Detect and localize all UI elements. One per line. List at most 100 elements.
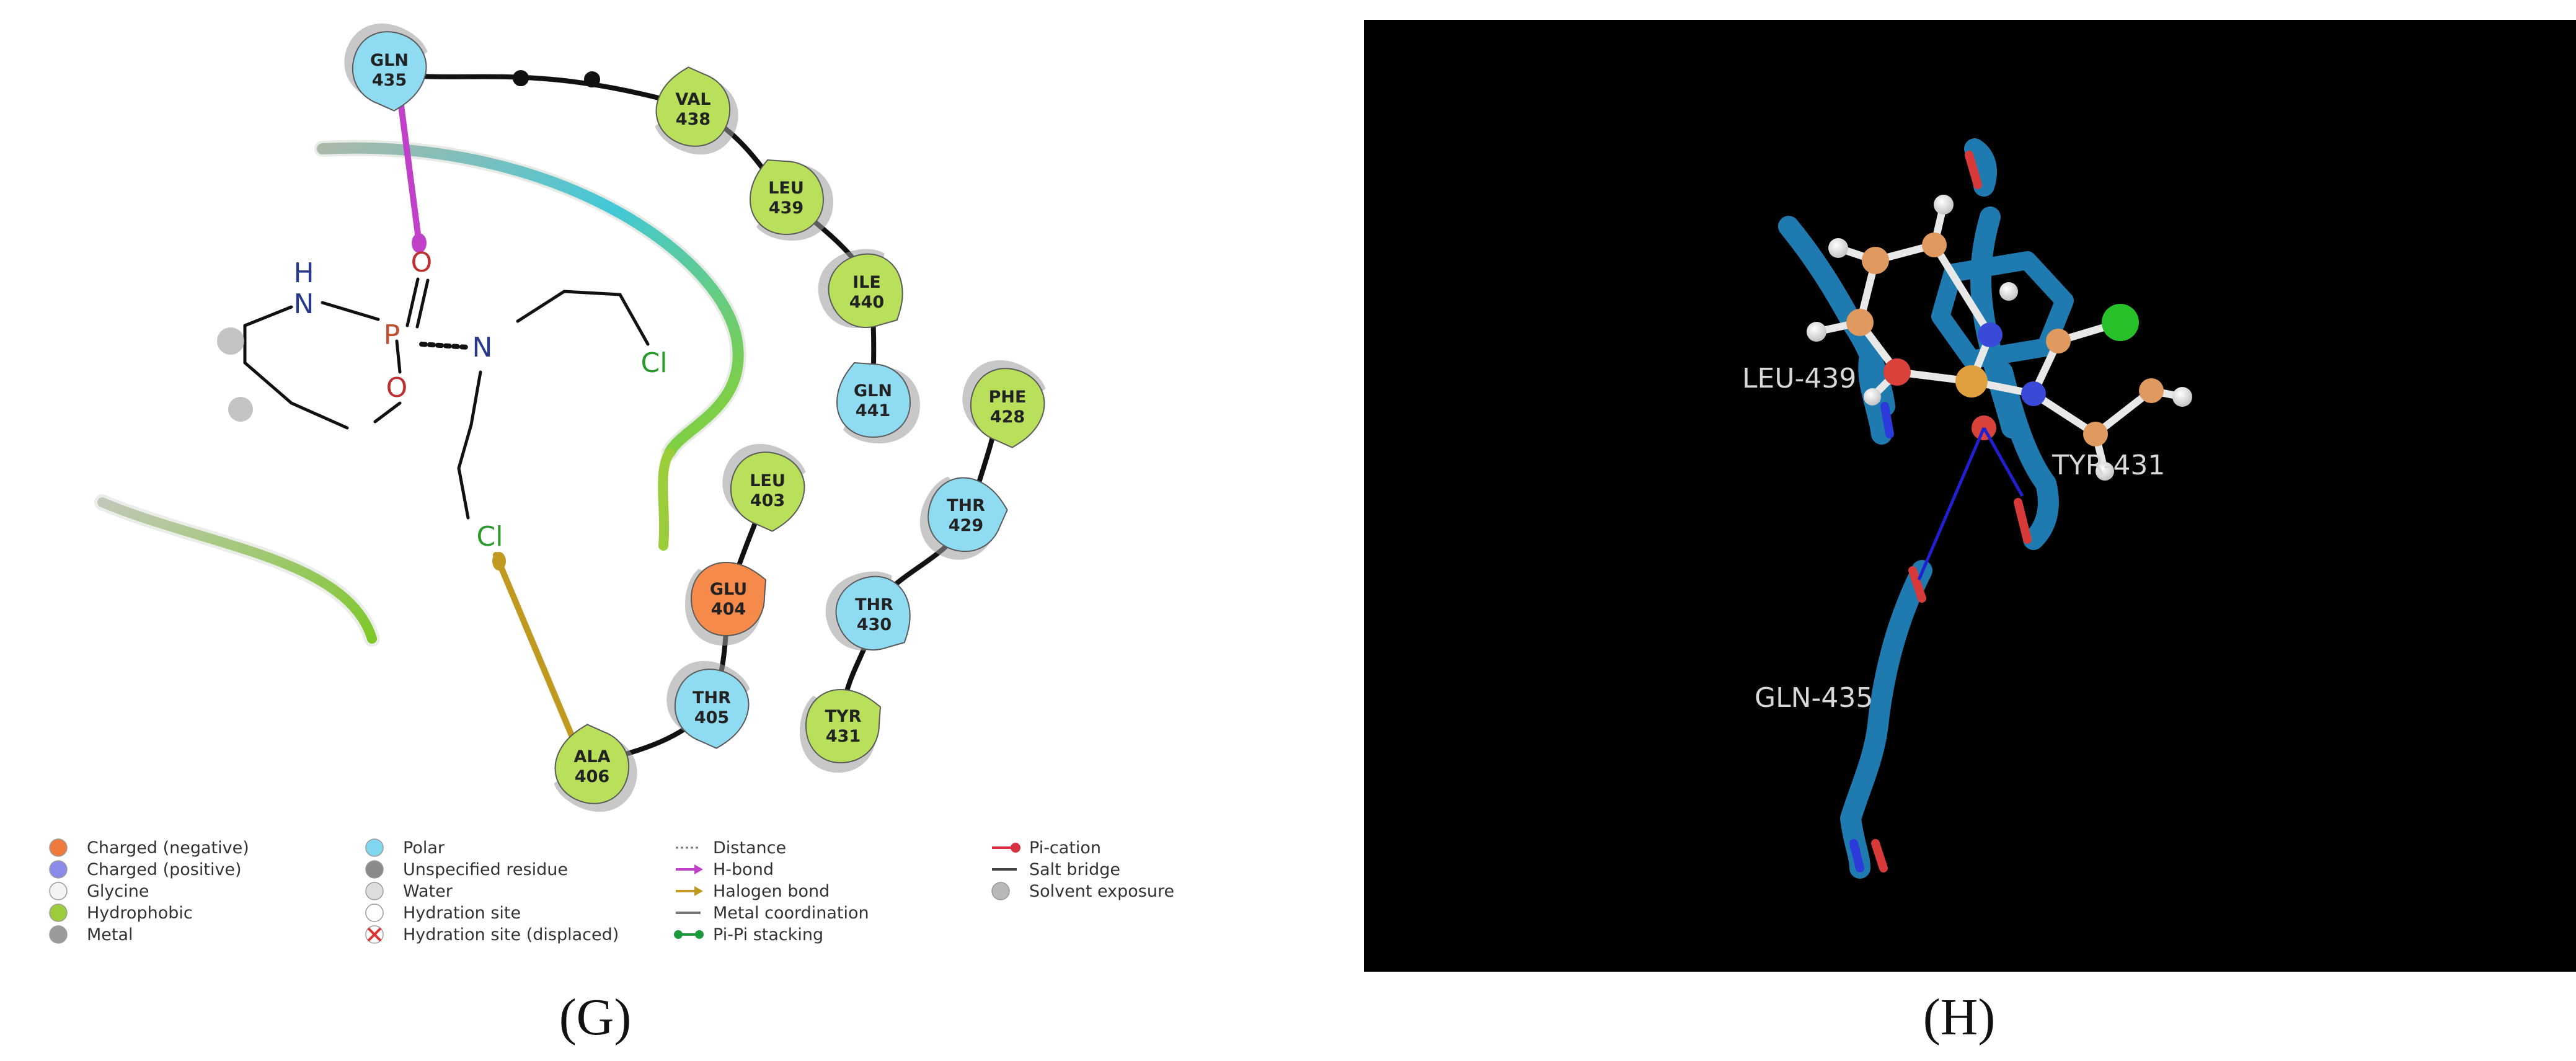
legend-label: Salt bridge (1029, 860, 1120, 879)
residue-name: THR (947, 496, 985, 515)
ligand-atom-p: P (384, 319, 401, 351)
legend-swatch (49, 860, 68, 879)
halogen-bond-line (493, 552, 580, 750)
ligand-atom-o-double: O (411, 247, 433, 278)
panel-label-g: (G) (559, 988, 632, 1046)
residue-number: 406 (575, 767, 609, 786)
legend-swatch (367, 927, 382, 942)
3d-ligand-ball-and-stick (1807, 195, 2192, 481)
residue-nodes: GLN435VAL438LEU439ILE440GLN441PHE428THR4… (344, 23, 1046, 812)
residue-name: VAL (675, 90, 710, 109)
legend-item: Salt bridge (992, 860, 1120, 879)
legend-swatch (694, 886, 703, 896)
legend-item: Hydration site (displaced) (365, 925, 619, 944)
legend-item: Solvent exposure (991, 882, 1174, 901)
residue-number: 435 (372, 71, 407, 90)
legend-item: Water (365, 882, 453, 901)
ligand-atom-labels: H N P O O N Cl Cl (293, 247, 667, 553)
legend-item: Metal coordination (676, 903, 869, 923)
residue-name: ALA (574, 747, 611, 766)
legend-label: Solvent exposure (1029, 882, 1174, 901)
residue-number: 405 (694, 708, 729, 727)
legend-swatch (49, 903, 68, 922)
legend-item: Halogen bond (676, 882, 830, 901)
residue-label-gln-435: GLN-435 (1755, 682, 1873, 714)
legend-swatch (365, 838, 384, 857)
residue-name: PHE (989, 388, 1027, 407)
residue-name: LEU (750, 471, 786, 491)
h-bond-line (397, 93, 422, 242)
ligand-interaction-diagram: H N P O O N Cl Cl GLN435VAL438LEU439ILE4… (49, 23, 1174, 1046)
legend-item: Pi-Pi stacking (674, 925, 823, 944)
ligand-atom-cl-top: Cl (641, 347, 668, 379)
3d-interaction-lines (1917, 427, 2024, 580)
legend-label: Hydration site (403, 903, 521, 923)
residue-label-leu-439: LEU-439 (1742, 363, 1856, 394)
legend-swatch (365, 860, 384, 879)
ligand-atom-o-ring: O (386, 372, 408, 404)
legend-label: Glycine (87, 882, 149, 901)
legend-item: Polar (365, 838, 445, 858)
legend-label: Charged (negative) (87, 838, 249, 858)
legend-label: Hydration site (displaced) (403, 925, 619, 944)
legend-label: Metal (87, 925, 133, 944)
residue-name: GLU (710, 580, 747, 599)
legend-swatch (49, 882, 68, 900)
residue-number: 403 (750, 491, 785, 510)
residue-number: 438 (676, 110, 710, 129)
ligand-atom-n-ring: N (294, 288, 314, 320)
residue-name: GLN (370, 51, 409, 70)
legend-label: Halogen bond (713, 882, 830, 901)
legend-item: Hydration site (365, 903, 521, 923)
3d-heteroatom-tips (1849, 151, 2032, 872)
ligand-structure (243, 277, 650, 520)
legend-swatch (49, 838, 68, 857)
legend-label: Hydrophobic (87, 903, 193, 923)
legend-swatch (694, 864, 703, 874)
residue-name: TYR (825, 707, 862, 726)
legend-item: H-bond (676, 860, 774, 879)
legend-item: Glycine (49, 882, 149, 901)
residue-name: ILE (852, 273, 881, 292)
residue-number: 429 (949, 516, 983, 535)
legend-label: Pi-cation (1029, 838, 1101, 858)
legend-item: Distance (676, 838, 786, 858)
legend-label: Polar (403, 838, 445, 858)
interaction-legend: Charged (negative) Charged (positive) Glyc… (49, 838, 1174, 944)
legend-swatch (695, 930, 704, 939)
docking-3d-view: LEU-439 TYR-431 GLN-435 (H) (1364, 20, 2576, 1046)
legend-swatch (365, 903, 384, 922)
residue-number: 441 (856, 401, 890, 420)
ligand-atom-cl-bottom: Cl (477, 521, 503, 553)
legend-label: Charged (positive) (87, 860, 242, 879)
residue-number: 439 (769, 198, 803, 218)
panel-label-h: (H) (1923, 988, 1996, 1046)
ligand-atom-n-amine: N (472, 332, 493, 363)
legend-swatch (49, 925, 68, 944)
residue-number: 431 (826, 727, 861, 746)
legend-label: Metal coordination (713, 903, 869, 923)
ligand-atom-h: H (293, 257, 314, 289)
legend-item: Unspecified residue (365, 860, 568, 879)
legend-label: Water (403, 882, 453, 901)
legend-swatch (365, 882, 384, 900)
legend-label: Pi-Pi stacking (713, 925, 823, 944)
residue-name: THR (855, 595, 893, 615)
residue-number: 440 (849, 293, 884, 312)
residue-number: 430 (857, 615, 892, 634)
3d-view-background (1364, 20, 2576, 972)
legend-swatch (991, 882, 1010, 900)
residue-name: GLN (854, 381, 892, 401)
legend-label: Distance (713, 838, 786, 858)
residue-name: THR (693, 688, 731, 708)
legend-item: Metal (49, 925, 133, 944)
